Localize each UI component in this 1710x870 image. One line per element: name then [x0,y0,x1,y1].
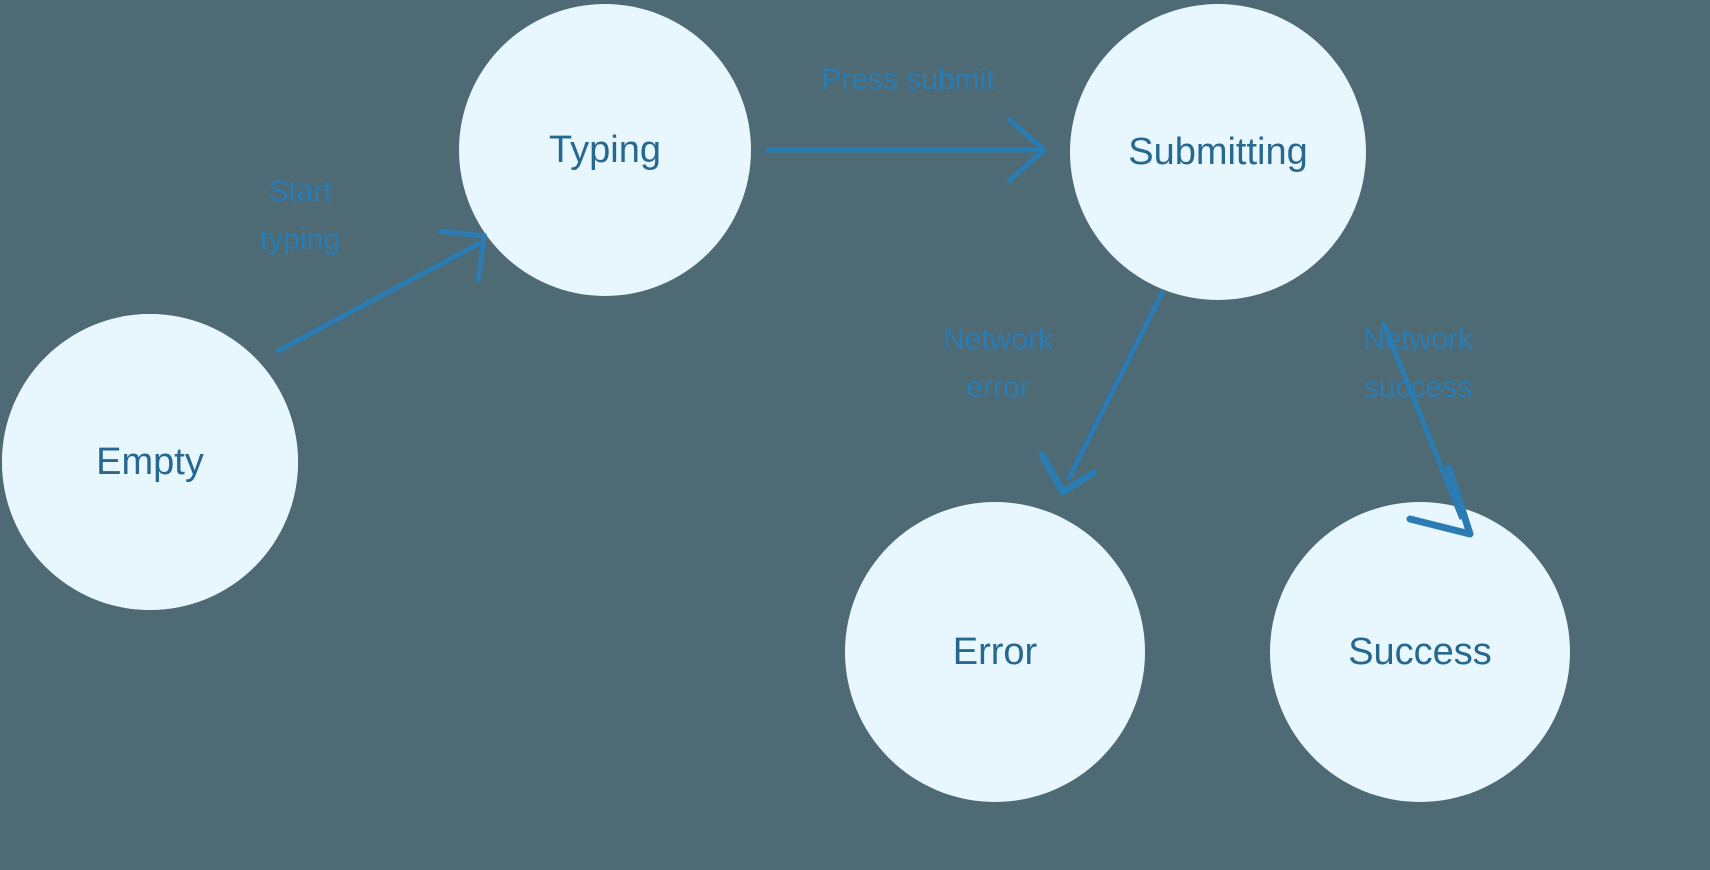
state-node-success-circle [1270,502,1570,802]
edge-submitting-to-success-label-line2: success [1364,371,1472,404]
state-node-empty-label: Empty [96,441,204,483]
state-node-typing-label: Typing [549,129,661,171]
edge-empty-to-typing-line [274,240,482,355]
state-node-error-circle [845,502,1145,802]
edge-empty-to-typing-arrowhead [437,228,487,283]
edge-submitting-to-error-line [1065,289,1166,482]
state-node-submitting[interactable]: Submitting [1070,4,1366,300]
edge-submitting-to-error-arrowhead [1038,451,1097,496]
state-node-empty-circle-shape [2,314,298,610]
edge-empty-to-typing-label-line2: typing [260,223,340,256]
edge-empty-to-typing-label-line1: Start [268,175,332,208]
edge-empty-to-typing: Start typing [260,175,487,355]
state-node-typing[interactable]: Typing [459,4,751,296]
state-node-typing-circle [459,4,751,296]
state-node-error[interactable]: Error [845,502,1145,802]
edge-submitting-to-error: Network error [943,289,1166,496]
edge-submitting-to-success: Network success [1363,321,1474,538]
state-node-error-label: Error [953,631,1038,673]
state-node-submitting-label: Submitting [1128,131,1308,173]
edge-submitting-to-success-arrowhead [1406,464,1474,538]
edge-submitting-to-success-label-line1: Network [1363,323,1474,356]
state-node-success[interactable]: Success [1270,502,1570,802]
state-node-empty[interactable]: Empty [2,314,298,610]
state-node-submitting-circle [1070,4,1366,300]
state-node-success-label: Success [1348,631,1492,673]
edge-submitting-to-success-line [1380,321,1465,520]
edge-typing-to-submitting-label: Press submit [821,63,995,96]
edge-submitting-to-error-label-line1: Network [943,323,1054,356]
edge-typing-to-submitting-arrowhead [1006,116,1048,184]
edge-typing-to-submitting: Press submit [766,63,1048,184]
edge-submitting-to-error-label-line2: error [966,371,1029,404]
